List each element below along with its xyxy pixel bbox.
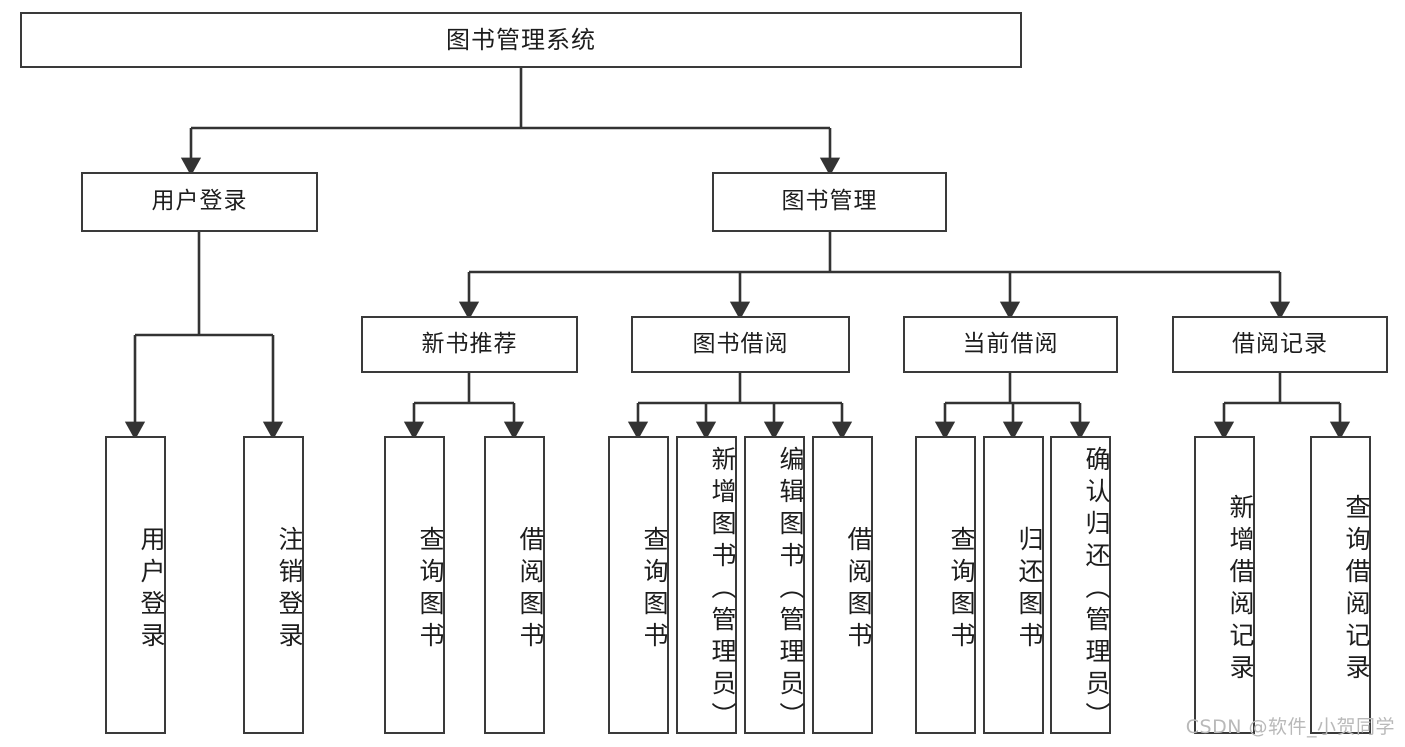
leaf-label: 编辑图书（管理员） xyxy=(776,446,805,734)
leaf-add-borrow-record[interactable]: 新增借阅记录 xyxy=(1194,436,1255,734)
leaf-query-borrow-record[interactable]: 查询借阅记录 xyxy=(1310,436,1371,734)
leaf-label: 归还图书 xyxy=(1015,526,1044,654)
leaf-add-book-admin[interactable]: 新增图书（管理员） xyxy=(676,436,737,734)
leaf-label: 新增图书（管理员） xyxy=(708,446,737,734)
leaf-query-books-borrow[interactable]: 查询图书 xyxy=(608,436,669,734)
node-new-book-recommendation[interactable]: 新书推荐 xyxy=(361,316,578,373)
leaf-label: 确认归还（管理员） xyxy=(1082,446,1111,734)
leaf-label: 查询图书 xyxy=(947,526,976,654)
leaf-label: 新增借阅记录 xyxy=(1226,494,1255,686)
node-root-library-management-system[interactable]: 图书管理系统 xyxy=(20,12,1022,68)
leaf-label: 借阅图书 xyxy=(516,526,545,654)
leaf-label: 查询图书 xyxy=(416,526,445,654)
node-borrowing-records[interactable]: 借阅记录 xyxy=(1172,316,1388,373)
leaf-label: 注销登录 xyxy=(275,526,304,654)
leaf-label: 借阅图书 xyxy=(844,526,873,654)
leaf-return-books[interactable]: 归还图书 xyxy=(983,436,1044,734)
leaf-query-books-current[interactable]: 查询图书 xyxy=(915,436,976,734)
leaf-label: 用户登录 xyxy=(137,526,166,654)
node-current-borrowing[interactable]: 当前借阅 xyxy=(903,316,1118,373)
leaf-user-login[interactable]: 用户登录 xyxy=(105,436,166,734)
csdn-watermark: CSDN @软件_小贺同学 xyxy=(1185,716,1395,738)
leaf-confirm-return-admin[interactable]: 确认归还（管理员） xyxy=(1050,436,1111,734)
node-book-borrowing[interactable]: 图书借阅 xyxy=(631,316,850,373)
leaf-logout[interactable]: 注销登录 xyxy=(243,436,304,734)
leaf-edit-book-admin[interactable]: 编辑图书（管理员） xyxy=(744,436,805,734)
leaf-query-books-new[interactable]: 查询图书 xyxy=(384,436,445,734)
leaf-label: 查询借阅记录 xyxy=(1342,494,1371,686)
leaf-borrow-books-new[interactable]: 借阅图书 xyxy=(484,436,545,734)
node-book-management[interactable]: 图书管理 xyxy=(712,172,947,232)
leaf-label: 查询图书 xyxy=(640,526,669,654)
node-user-login[interactable]: 用户登录 xyxy=(81,172,318,232)
leaf-borrow-books[interactable]: 借阅图书 xyxy=(812,436,873,734)
